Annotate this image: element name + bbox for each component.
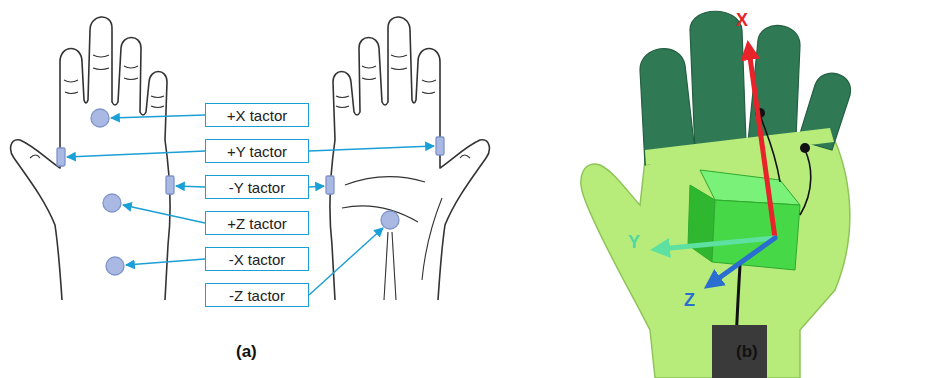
palm-creases [342,177,442,300]
housing-front [712,200,800,270]
axis-label: X [736,10,748,31]
tactor-wire [392,232,396,300]
panel-label: (b) [736,342,758,362]
tactor-bar [436,137,444,155]
tactor-wire [384,232,388,300]
axis-label: Z [684,290,695,311]
knuckle-lines [336,55,470,158]
leader-arrow [309,228,383,295]
battery-pack [712,325,767,378]
box-text: -X tactor [229,251,286,268]
x-axis-arrow [749,50,775,238]
tactor-label-box: -X tactor [205,247,309,271]
leader-arrow [176,186,205,187]
housing-side [688,185,715,262]
tactor-disc [381,211,399,229]
tactor-label-box: -Z tactor [205,283,309,307]
knuckle-lines [30,55,164,158]
glove-illustration [581,11,851,378]
leader-arrow [126,259,205,265]
sensor-dot [800,143,810,153]
tactor-disc [106,257,124,275]
tactor-bar [166,176,174,194]
tactor-label-box: +X tactor [205,103,309,127]
box-text: +X tactor [227,107,287,124]
palm-crease [422,198,442,280]
hand-outline [11,17,171,300]
box-text: +Z tactor [227,215,287,232]
leader-arrow [67,151,205,157]
palm-crease [345,177,425,185]
panel-label: (a) [236,342,257,362]
tactor-bar [326,176,334,194]
hand-palm-drawing [330,17,490,300]
hand-outline [330,17,490,300]
tactor-bar [57,148,65,166]
tactor-markers [57,109,444,275]
leader-arrows [67,115,434,295]
glove-cuff-band [645,128,834,165]
z-axis-arrow [712,238,775,283]
tactor-label-box: -Y tactor [205,175,309,199]
box-text: +Y tactor [227,143,287,160]
leader-arrow [309,146,434,151]
palm-crease [342,206,418,222]
leader-arrow [111,115,205,118]
box-text: -Y tactor [229,179,285,196]
glove-finger [690,11,746,152]
tactor-disc [103,194,121,212]
leader-arrow [123,205,205,223]
leader-arrow [309,186,324,187]
tactor-label-box: +Y tactor [205,139,309,163]
tactor-label-box: +Z tactor [205,211,309,235]
axis-arrows [660,50,775,283]
tactor-disc [91,109,109,127]
hand-back-drawing [11,17,171,300]
box-text: -Z tactor [229,287,285,304]
axis-label: Y [628,232,640,253]
